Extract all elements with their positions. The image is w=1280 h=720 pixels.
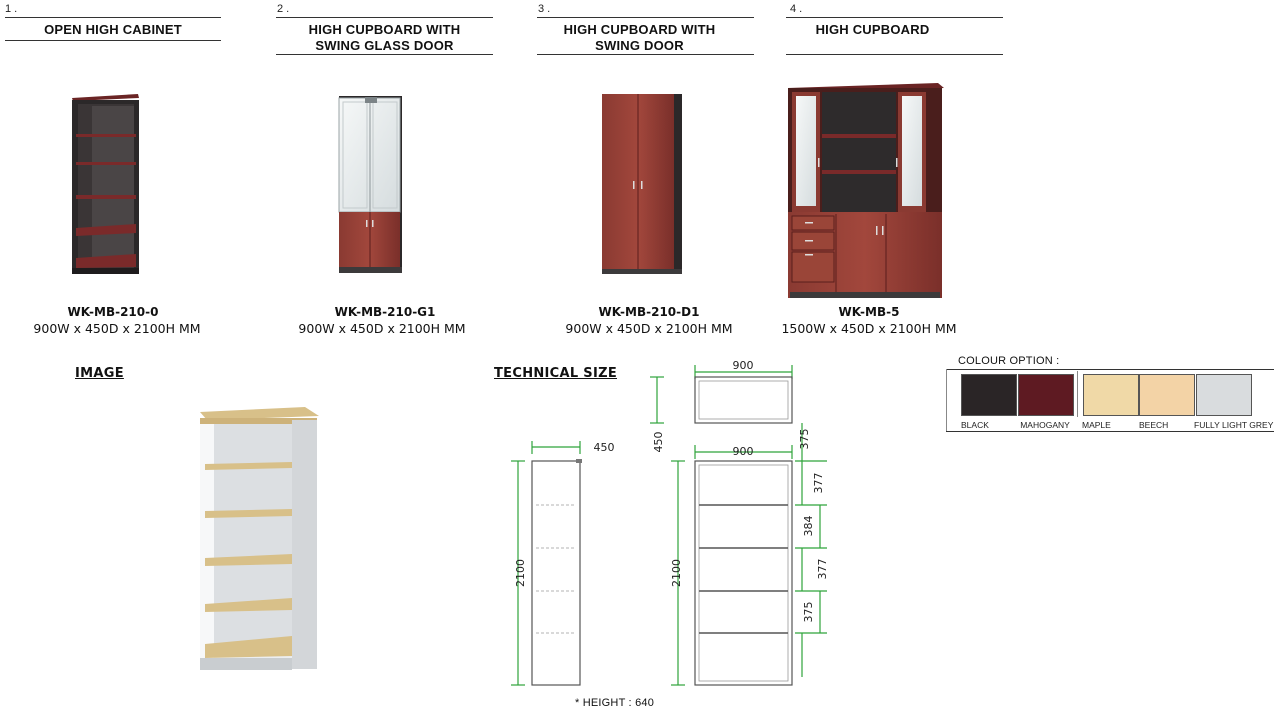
divider	[276, 17, 493, 18]
dim-gap-1: 375	[798, 429, 811, 450]
image-section-title: IMAGE	[75, 366, 124, 381]
dim-top-depth: 450	[652, 432, 665, 453]
product-title: HIGH CUPBOARD WITH SWING GLASS DOOR	[308, 22, 461, 53]
product-title: OPEN HIGH CABINET	[44, 22, 182, 37]
product-illustrations	[72, 83, 944, 298]
product-title: HIGH CUPBOARD	[815, 22, 930, 37]
product-size: 900W x 450D x 2100H MM	[565, 321, 733, 336]
height-footnote: * HEIGHT : 640	[575, 697, 655, 709]
product-code: WK-MB-210-0	[67, 305, 159, 319]
open-cabinet-image	[200, 407, 319, 670]
product-number: 1 .	[5, 3, 18, 15]
product-number: 2 .	[277, 3, 290, 15]
high-cupboard-illustration	[788, 83, 944, 298]
swatch-black[interactable]	[961, 374, 1017, 416]
swatch-mahogany[interactable]	[1018, 374, 1074, 416]
dim-gap-5: 375	[802, 602, 815, 623]
dim-side-depth: 450	[594, 441, 615, 454]
divider	[946, 431, 1274, 432]
dim-side-height: 2100	[514, 559, 527, 587]
dim-gap-2: 377	[812, 473, 825, 494]
divider	[946, 369, 1274, 370]
product-size: 900W x 450D x 2100H MM	[298, 321, 466, 336]
divider	[276, 54, 493, 55]
swatch-label-black: BLACK	[961, 420, 989, 430]
product-size: 1500W x 450D x 2100H MM	[781, 321, 957, 336]
technical-size-title: TECHNICAL SIZE	[494, 366, 618, 381]
swatch-label-maple: MAPLE	[1082, 420, 1111, 430]
product-number: 3 .	[538, 3, 551, 15]
swatch-maple[interactable]	[1083, 374, 1139, 416]
swatch-beech[interactable]	[1139, 374, 1195, 416]
divider	[786, 54, 1003, 55]
product-code: WK-MB-210-G1	[334, 305, 436, 319]
product-code: WK-MB-5	[838, 305, 900, 319]
technical-drawing: 900 450 450 2100 900 2100 375 377 384 37…	[511, 359, 829, 686]
divider	[537, 17, 754, 18]
product-size: 900W x 450D x 2100H MM	[33, 321, 201, 336]
swing-door-cupboard-illustration	[602, 94, 682, 274]
divider	[946, 369, 947, 431]
dim-gap-4: 377	[816, 559, 829, 580]
dim-top-width: 900	[733, 359, 754, 372]
swatch-label-fully-light-grey: FULLY LIGHT GREY	[1194, 420, 1274, 430]
divider	[786, 17, 1003, 18]
product-title: HIGH CUPBOARD WITH SWING DOOR	[563, 22, 716, 53]
colour-option-heading: COLOUR OPTION :	[958, 355, 1060, 367]
product-code: WK-MB-210-D1	[598, 305, 700, 319]
divider	[5, 40, 221, 41]
swatch-label-beech: BEECH	[1139, 420, 1169, 430]
divider	[537, 54, 754, 55]
dim-front-height: 2100	[670, 559, 683, 587]
open-high-cabinet-illustration	[72, 94, 139, 274]
divider	[5, 17, 221, 18]
swatch-label-mahogany: MAHOGANY	[1020, 420, 1070, 430]
divider	[1077, 371, 1078, 417]
glass-door-cupboard-illustration	[338, 96, 402, 273]
dim-gap-3: 384	[802, 516, 815, 537]
dim-front-width: 900	[733, 445, 754, 458]
product-number: 4 .	[790, 3, 803, 15]
swatch-fully-light-grey[interactable]	[1196, 374, 1252, 416]
